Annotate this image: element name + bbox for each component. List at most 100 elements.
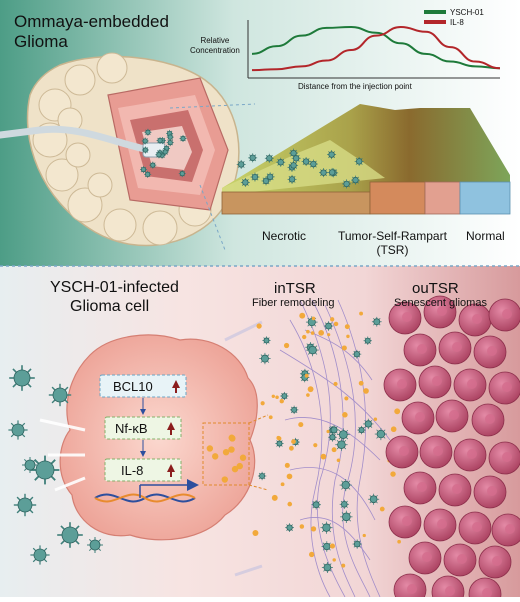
virus-particle [335, 438, 348, 451]
senescent-cell [458, 303, 492, 337]
virus-particle [141, 146, 149, 154]
virus-particle [339, 499, 349, 509]
intsr-subtitle: Fiber remodeling [252, 297, 335, 309]
secretion-box [202, 422, 250, 486]
il-8-particle [313, 443, 318, 448]
il-8-particle [379, 506, 385, 512]
il-8-particle [318, 329, 325, 336]
senescent-cell [473, 335, 507, 369]
il-8-particle [286, 473, 293, 480]
il-8-particle [309, 551, 315, 558]
senescent-cell [383, 368, 417, 402]
virus-particle [374, 427, 387, 441]
pathway-label-bcl10: BCL10 [113, 379, 153, 394]
virus-particle [248, 153, 258, 163]
il-8-particle [291, 439, 296, 444]
senescent-glioma-cells [383, 295, 520, 602]
cell-title-line-2: Glioma cell [70, 298, 150, 315]
il-8-particle [212, 453, 219, 460]
zone-label-tsr-line-1: Tumor-Self-Rampart [338, 229, 447, 243]
virus-particle [352, 349, 362, 359]
il-8-particle [327, 333, 331, 337]
il-8-particle [332, 558, 336, 562]
virus-particle [140, 166, 148, 174]
il-8-particle [299, 524, 305, 529]
virus-particle [371, 316, 382, 327]
cell-title: YSCH-01-infected Glioma cell [50, 278, 179, 316]
virus-particle [250, 172, 260, 182]
il-8-particle [260, 401, 265, 406]
virus-particle [30, 545, 50, 565]
pathway-boxes: BCL10 Nf-κB IL-8 [99, 374, 187, 482]
il-8-particle [236, 462, 243, 470]
senescent-cell [435, 399, 469, 433]
virus-particle [368, 493, 380, 505]
plot-y-label-line-1: Relative [200, 36, 230, 45]
zone-label-necrotic: Necrotic [262, 229, 307, 243]
il-8-particle [311, 316, 316, 321]
il-8-particle [344, 396, 349, 401]
virus-particle [178, 170, 186, 178]
up-arrow-icon [172, 380, 180, 393]
senescent-cell [423, 295, 457, 329]
il-8-particle [222, 449, 230, 456]
zone-label-normal: Normal [466, 229, 505, 243]
zoom-connector-top [169, 103, 256, 109]
senescent-cell [488, 371, 520, 405]
il-8-particle [320, 453, 327, 460]
il-8-particle [221, 476, 229, 483]
virus-particle [363, 418, 374, 430]
virus-particle [30, 455, 60, 485]
virus-particle [323, 321, 334, 331]
il-8-particle [390, 471, 396, 477]
il-8-particle [268, 415, 273, 420]
virus-particle [257, 471, 267, 481]
il-8-particle [342, 412, 348, 418]
legend-label-ysch-01: YSCH-01 [450, 8, 484, 17]
infection-arrows [39, 418, 86, 492]
il-8-particle [310, 331, 315, 335]
virus-particle [166, 139, 174, 147]
il-8-particle [298, 422, 304, 428]
virus-particle [236, 159, 246, 169]
senescent-cell [491, 513, 520, 547]
senescent-cell [438, 473, 472, 507]
virus-particle [319, 168, 329, 178]
spread-arrows [224, 320, 263, 577]
virus-particle [8, 420, 28, 440]
virus-particle [259, 352, 271, 365]
intsr-heading: inTSR Fiber remodeling [252, 280, 335, 309]
virus-particle [161, 148, 169, 156]
virus-particle [280, 391, 289, 401]
cell-title-line-1: YSCH-01-infected [50, 279, 179, 296]
senescent-cell [408, 541, 442, 575]
il-8-particle [289, 445, 294, 451]
pathway-box-il-8 [104, 458, 182, 482]
il-8-particle [239, 454, 247, 461]
virus-particle [329, 424, 339, 435]
il-8-particle [283, 342, 290, 349]
senescent-cell [401, 401, 435, 435]
virus-particle [13, 493, 37, 517]
virus-particle [289, 405, 299, 415]
senescent-cell [453, 438, 487, 472]
il-8-particle [279, 399, 284, 404]
zone-label-tsr: Tumor-Self-Rampart (TSR) [338, 229, 447, 257]
il-8-particle [326, 429, 330, 434]
il-8-particle [341, 345, 347, 351]
senescent-cell [443, 543, 477, 577]
il-8-particle [256, 323, 262, 329]
senescent-cell [388, 301, 422, 335]
senescent-cell [468, 577, 502, 602]
pathway-label-nf-kb: Nf-κB [115, 421, 148, 436]
il-8-particle [310, 526, 317, 532]
virus-particle [308, 159, 318, 169]
virus-particle [311, 499, 321, 510]
il-8-particle [299, 312, 306, 319]
virus-particle [351, 175, 360, 185]
virus-particle [149, 161, 157, 169]
il-8-particle [341, 563, 346, 568]
dna-helix [94, 479, 199, 503]
virus-particle [363, 336, 372, 345]
